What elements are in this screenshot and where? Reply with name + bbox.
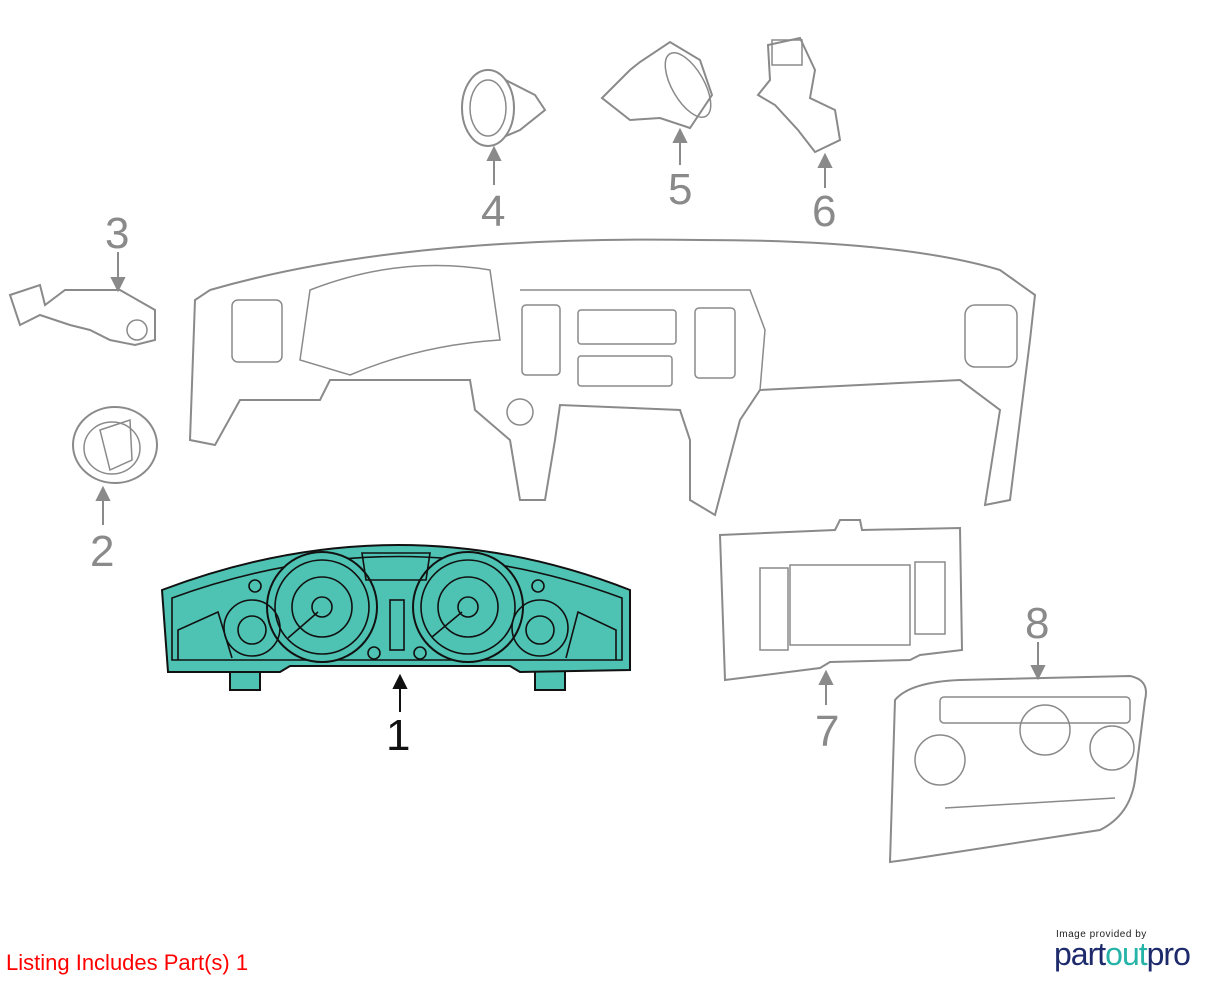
listing-includes-text: Listing Includes Part(s) 1 (6, 950, 249, 975)
power-outlet[interactable] (461, 69, 547, 147)
callout-7[interactable]: 7 (815, 707, 839, 756)
dashboard-panel (188, 238, 1037, 517)
switch-6[interactable] (756, 36, 842, 154)
logo-pro: pro (1146, 936, 1191, 972)
callout-1[interactable]: 1 (386, 711, 410, 760)
leader-lines (95, 127, 1046, 712)
headlamp-switch[interactable] (72, 406, 158, 484)
radio-display[interactable] (718, 519, 964, 682)
callout-4[interactable]: 4 (481, 187, 505, 236)
switch-3[interactable] (8, 283, 156, 347)
callout-5[interactable]: 5 (668, 165, 692, 214)
climate-control[interactable] (888, 674, 1147, 864)
callout-8[interactable]: 8 (1025, 599, 1049, 648)
logo-out: out (1105, 936, 1147, 972)
logo-part: part (1054, 936, 1106, 972)
sensor-5[interactable] (600, 40, 720, 130)
callout-2[interactable]: 2 (90, 527, 114, 576)
partoutpro-logo: partoutpro (1054, 936, 1191, 973)
image-credit: Image provided by (1056, 929, 1147, 940)
callout-6[interactable]: 6 (812, 187, 836, 236)
callout-3[interactable]: 3 (105, 209, 129, 258)
instrument-cluster[interactable] (160, 544, 631, 691)
